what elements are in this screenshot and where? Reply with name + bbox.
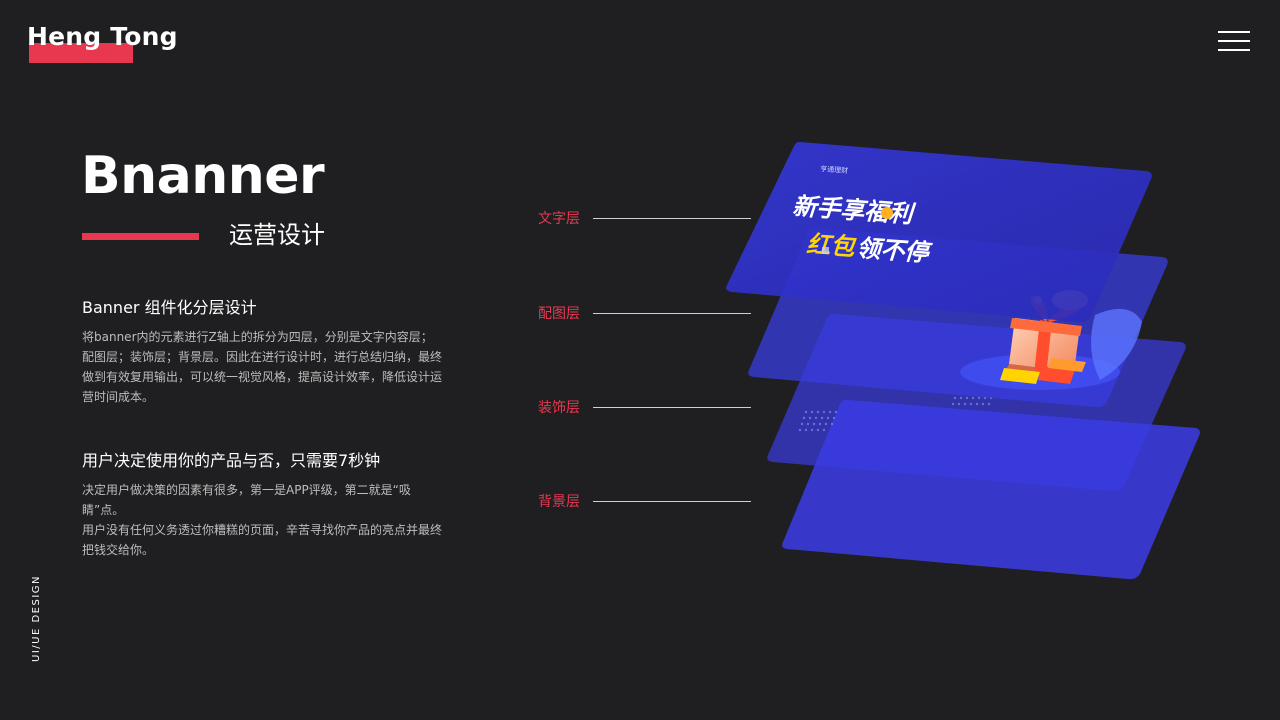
hamburger-menu-icon[interactable]: [1218, 30, 1250, 52]
title-accent-bar: [82, 233, 199, 240]
page-title: Bnanner: [81, 146, 325, 206]
brand-accent-bar: [29, 43, 133, 63]
menu-line: [1218, 49, 1250, 51]
leader-line: [593, 501, 751, 502]
brand-logo[interactable]: Heng Tong: [27, 22, 177, 66]
layer-label-image: 配图层: [538, 306, 580, 322]
layer-label-text: 文字层: [538, 211, 580, 227]
brand-name: Heng Tong: [27, 22, 178, 51]
section-body: 决定用户做决策的因素有很多，第一是APP评级，第二就是“吸睛”点。 用户没有任何…: [82, 480, 444, 560]
gift-box-icon: [960, 290, 1142, 390]
text-layer: [726, 141, 1152, 323]
coin-icon: [822, 247, 829, 254]
leader-line: [593, 218, 751, 219]
section-title: Banner 组件化分层设计: [82, 298, 257, 317]
decoration-dots: [798, 396, 993, 432]
banner-headline-2a: 红包: [806, 230, 858, 261]
section-paragraph: 用户没有任何义务透过你糟糕的页面，辛苦寻找你产品的亮点并最终把钱交给你。: [82, 523, 443, 557]
banner-headline-2b: 领不停: [856, 234, 934, 267]
section-paragraph: 决定用户做决策的因素有很多，第一是APP评级，第二就是“吸睛”点。: [82, 483, 411, 517]
layer-label-decoration: 装饰层: [538, 400, 580, 416]
page-subtitle: 运营设计: [229, 221, 325, 249]
layer-label-background: 背景层: [538, 494, 580, 510]
section-title: 用户决定使用你的产品与否，只需要7秒钟: [82, 451, 381, 470]
leader-line: [593, 313, 751, 314]
leader-line: [593, 407, 751, 408]
banner-brand-small: 亨通理财: [820, 164, 849, 175]
section-body: 将banner内的元素进行Z轴上的拆分为四层，分别是文字内容层；配图层；装饰层；…: [82, 327, 444, 407]
section-paragraph: 将banner内的元素进行Z轴上的拆分为四层，分别是文字内容层；配图层；装饰层；…: [82, 330, 443, 404]
coin-icon: [881, 207, 893, 219]
menu-line: [1218, 40, 1250, 42]
menu-line: [1218, 31, 1250, 33]
